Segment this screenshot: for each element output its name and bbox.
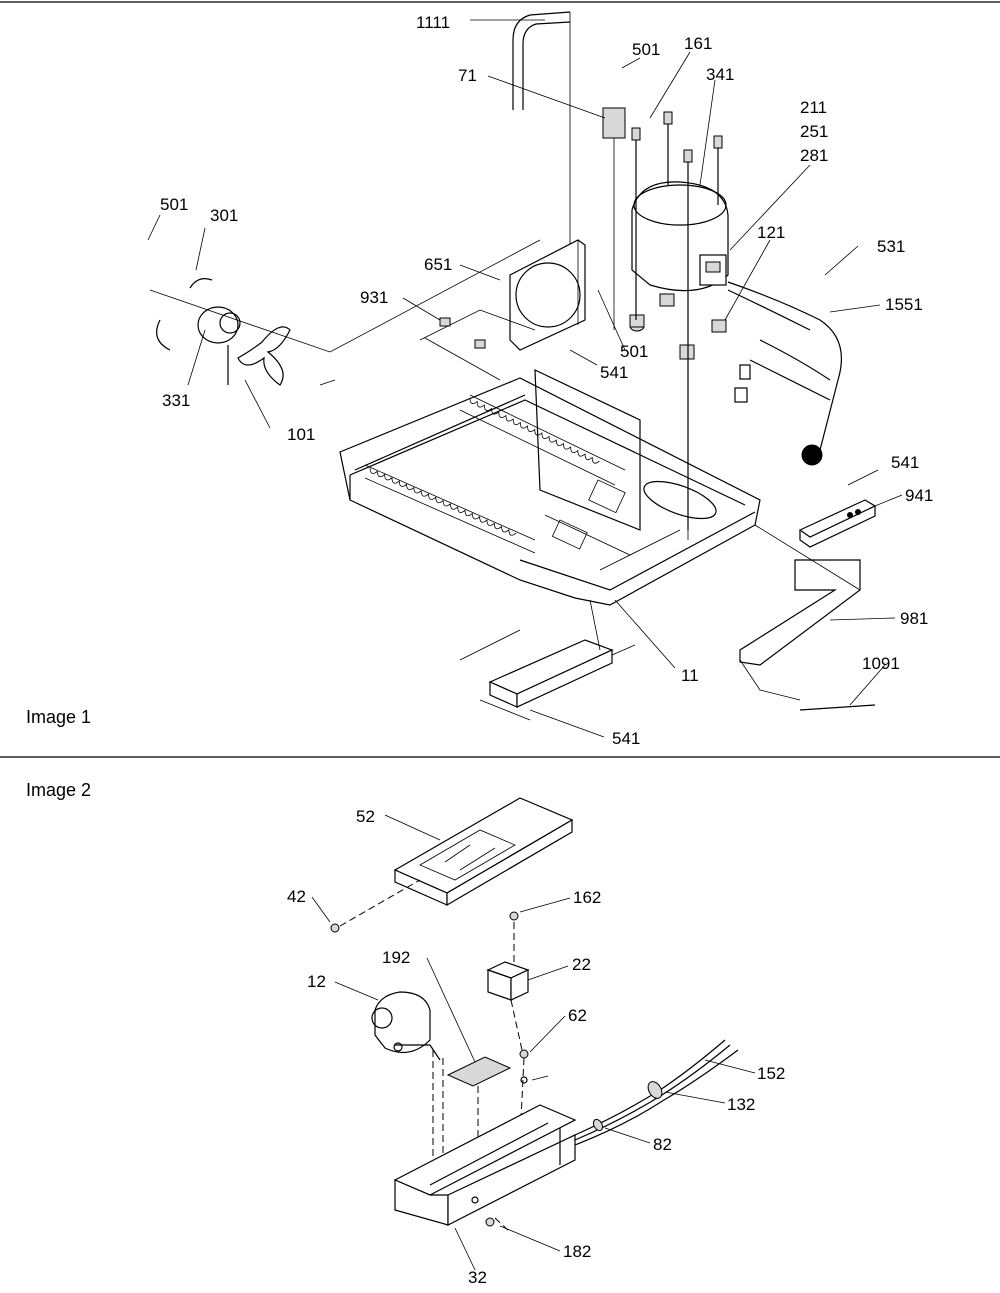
label: 11 [681, 666, 699, 685]
label: 541 [891, 453, 919, 472]
label: 1091 [862, 654, 900, 673]
label: 42 [287, 887, 306, 906]
screw-42-drawing [330, 923, 340, 933]
label: 651 [424, 255, 452, 274]
label: 341 [706, 65, 734, 84]
bolts-drawing [631, 111, 723, 530]
label: 541 [600, 363, 628, 382]
label: 132 [727, 1095, 755, 1114]
label: 101 [287, 425, 315, 444]
cover-52-drawing [393, 797, 574, 907]
label: 941 [905, 486, 933, 505]
bracket-941-drawing [798, 499, 877, 548]
label: 501 [620, 342, 648, 361]
label: 281 [800, 146, 828, 165]
label: 531 [877, 237, 905, 256]
leader-lines [311, 814, 756, 1271]
label: 82 [653, 1135, 672, 1154]
bracket-71-drawing [602, 107, 626, 139]
panel-title: Image 2 [26, 780, 91, 800]
fan-motor-drawing [156, 278, 336, 386]
fan-shroud-drawing [509, 239, 586, 351]
box-32-drawing [393, 1104, 577, 1226]
label: 192 [382, 948, 410, 967]
label: 161 [684, 34, 712, 53]
label: 1551 [885, 295, 923, 314]
label: 981 [900, 609, 928, 628]
tube-1111-drawing [512, 11, 571, 110]
motor-guide-line [149, 239, 541, 353]
image-1-panel: 1111 501 161 71 341 211 251 281 121 531 … [26, 11, 933, 748]
label: 52 [356, 807, 375, 826]
motor-12-drawing [371, 991, 441, 1061]
wire-harness-drawing [574, 1039, 739, 1146]
label: 211 [800, 98, 827, 117]
label: 182 [563, 1242, 591, 1261]
label: 12 [307, 972, 326, 991]
relay-22-drawing [486, 961, 530, 1001]
label: 121 [757, 223, 785, 242]
label: 301 [210, 206, 238, 225]
label: 931 [360, 288, 388, 307]
label: 1111 [416, 13, 450, 32]
label: 251 [800, 122, 828, 141]
label: 541 [612, 729, 640, 748]
base-pan-drawing [339, 369, 761, 606]
image-2-panel: Image 2 [26, 780, 785, 1287]
electric-box-drawing [488, 639, 636, 708]
label: 501 [632, 40, 660, 59]
drain-tray-drawing [739, 559, 861, 666]
label: 501 [160, 195, 188, 214]
label: 331 [162, 391, 190, 410]
label: 71 [458, 66, 477, 85]
compressor-drawing [629, 181, 842, 466]
label: 162 [573, 888, 601, 907]
label: 152 [757, 1064, 785, 1083]
strip-1091-drawing [799, 704, 876, 711]
label: 32 [468, 1268, 487, 1287]
label: 62 [568, 1006, 587, 1025]
pad-192-drawing [446, 1056, 512, 1087]
label: 22 [572, 955, 591, 974]
panel-title: Image 1 [26, 707, 91, 727]
leader-lines [147, 19, 903, 738]
